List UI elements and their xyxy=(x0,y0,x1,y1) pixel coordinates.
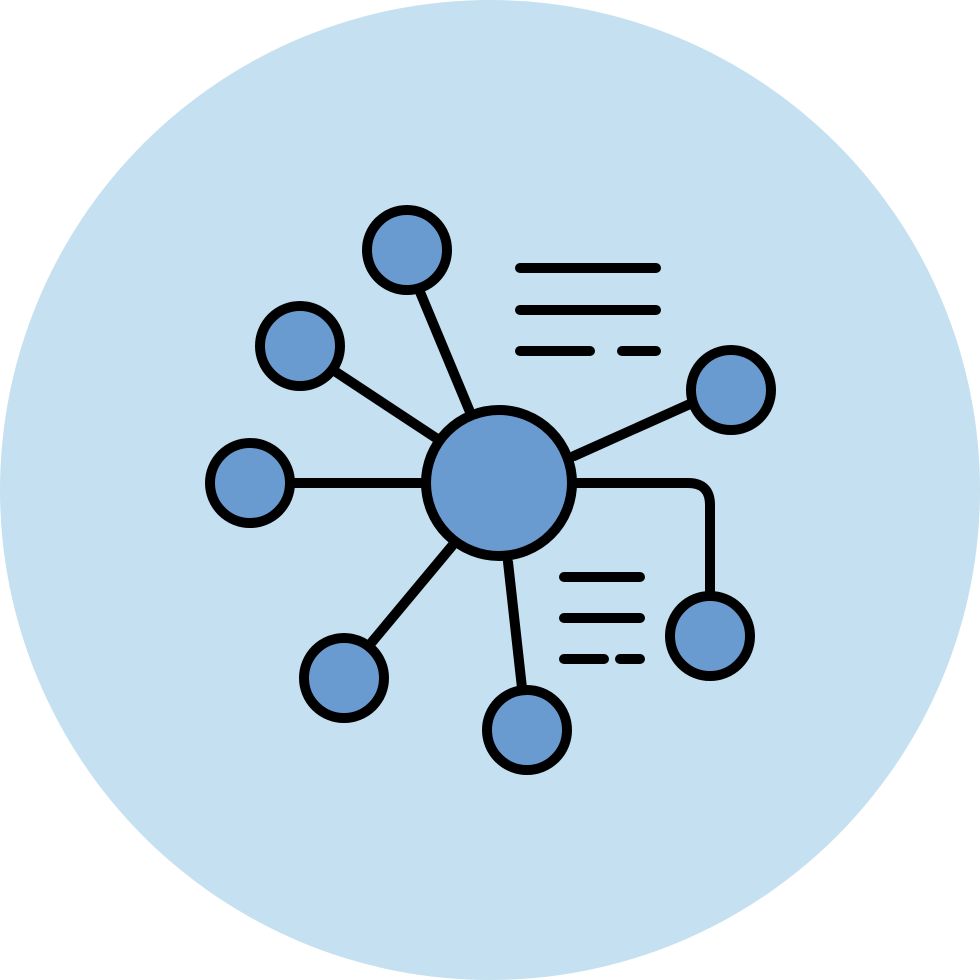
connector-upper-left xyxy=(331,367,441,443)
node-top xyxy=(362,205,452,295)
connector-right xyxy=(569,399,695,461)
node-right xyxy=(686,345,776,435)
hub-node xyxy=(421,405,577,561)
connector-lines xyxy=(287,287,715,693)
node-lower-right xyxy=(665,591,755,681)
text-lines-upper xyxy=(515,263,661,356)
connector-lower-left xyxy=(367,541,457,647)
satellite-nodes xyxy=(205,205,776,775)
text-lines-lower xyxy=(559,572,645,664)
node-bottom xyxy=(482,685,572,775)
node-upper-left xyxy=(255,301,345,391)
connector-top xyxy=(415,287,475,417)
node-left xyxy=(205,438,295,528)
node-lower-left xyxy=(299,633,389,723)
connector-elbow xyxy=(571,478,715,599)
connector-bottom xyxy=(503,557,527,693)
